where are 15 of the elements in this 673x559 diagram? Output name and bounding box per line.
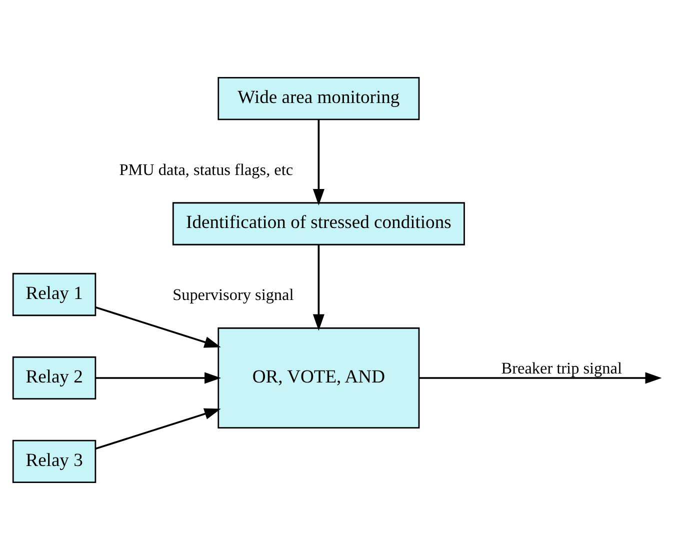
node-box: OR, VOTE, AND [218,326,420,428]
arrow [96,306,221,348]
node-box: Relay 2 [12,356,96,400]
node-box: Relay 3 [12,439,96,483]
arrow [419,372,662,384]
node-box: Wide area monitoring [218,76,420,120]
edge-label: Breaker trip signal [501,359,622,378]
arrow [96,408,221,449]
node-box: Identification of stressed conditions [172,202,465,245]
arrow [312,119,324,206]
edge-label: Supervisory signal [172,286,294,304]
node-box: Relay 1 [12,272,96,316]
arrow [312,244,324,330]
arrow [96,372,222,384]
edge-label: PMU data, status flags, etc [119,160,294,178]
